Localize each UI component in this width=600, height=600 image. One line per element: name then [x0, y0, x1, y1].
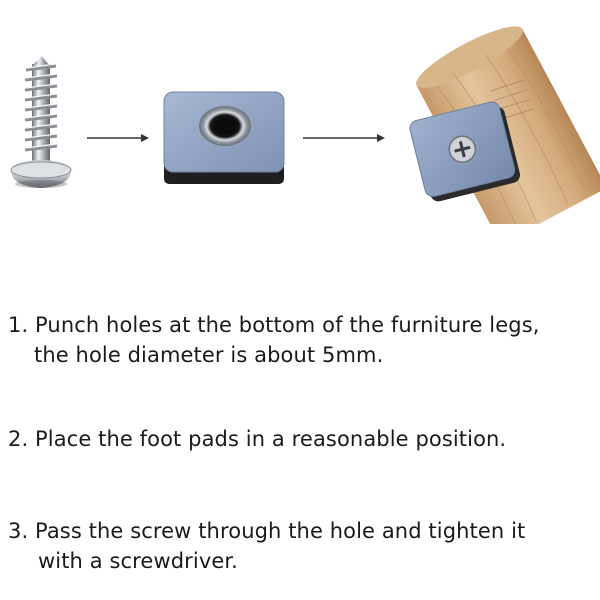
instruction-step-2-line1: 2. Place the foot pads in a reasonable p…: [8, 427, 507, 451]
foot-pad-icon: [163, 91, 285, 184]
instruction-step-1: 1. Punch holes at the bottom of the furn…: [8, 310, 598, 370]
instruction-step-3: 3. Pass the screw through the hole and t…: [8, 516, 598, 576]
furniture-leg-icon: [409, 26, 600, 224]
instruction-step-3-line1: 3. Pass the screw through the hole and t…: [8, 519, 526, 543]
installation-illustration: [0, 0, 600, 240]
instruction-step-2: 2. Place the foot pads in a reasonable p…: [8, 424, 598, 454]
instruction-step-1-line2: the hole diameter is about 5mm.: [34, 343, 384, 367]
instruction-step-3-line2: with a screwdriver.: [38, 549, 238, 573]
screw-icon: [10, 56, 72, 188]
arrow-right-icon: [87, 134, 149, 142]
arrow-right-icon: [303, 134, 385, 142]
instruction-step-1-line1: 1. Punch holes at the bottom of the furn…: [8, 313, 540, 337]
